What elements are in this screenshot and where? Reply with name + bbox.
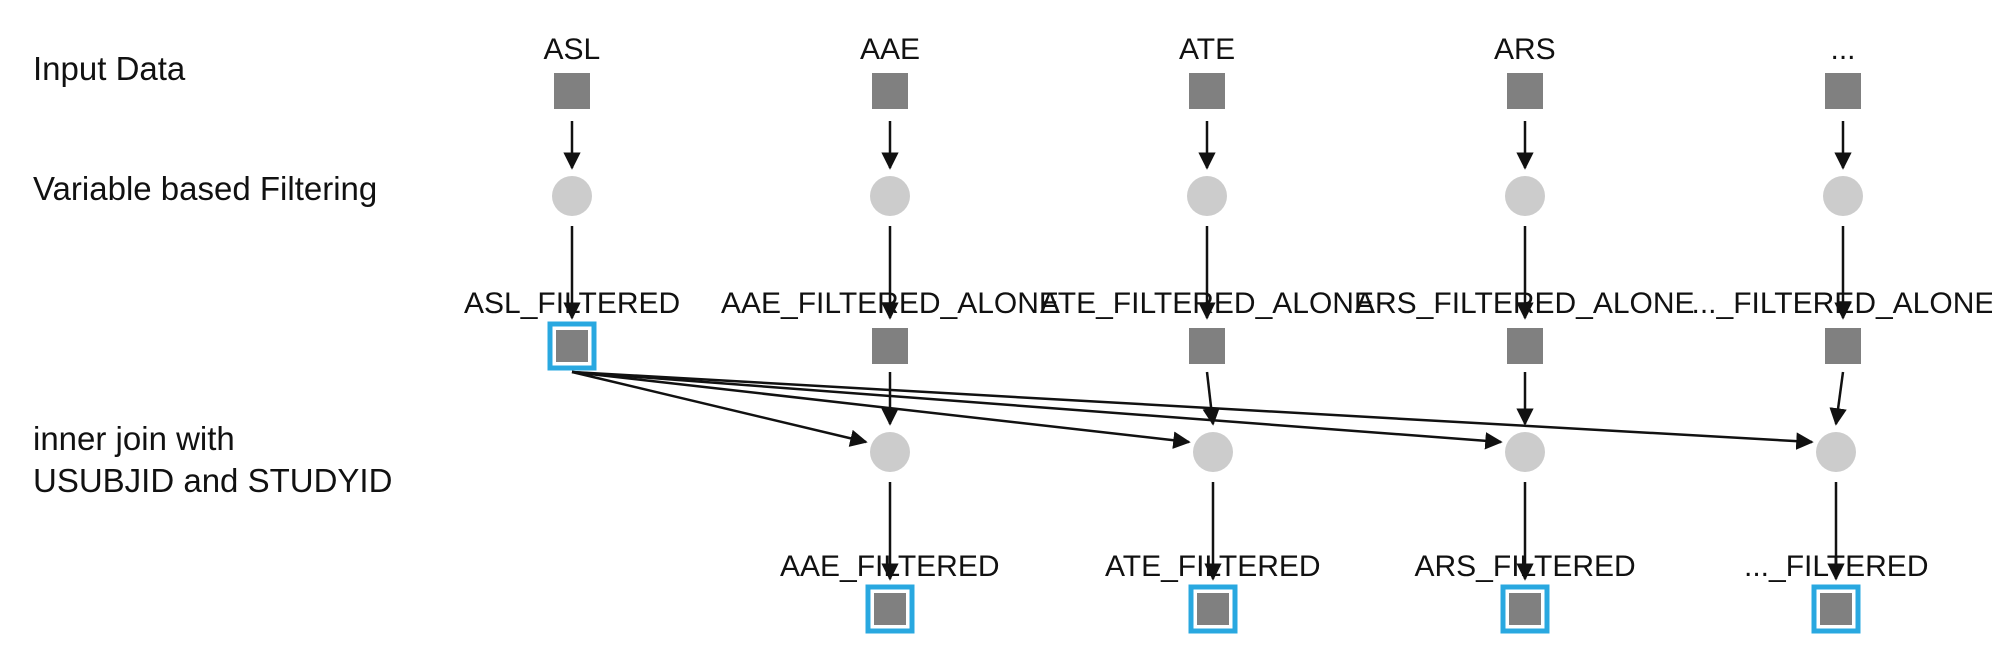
input-label-aae: AAE xyxy=(860,33,921,66)
arrow-asl-to-join-other xyxy=(571,370,1814,450)
filter-process-other xyxy=(1823,176,1863,216)
filtered-dataset-asl xyxy=(556,330,588,362)
row-label-inner-join-line-1: inner join with xyxy=(33,420,235,457)
input-label-ate: ATE xyxy=(1179,33,1236,66)
final-label-ate: ATE_FILTERED xyxy=(1105,550,1321,583)
final-dataset-other xyxy=(1820,593,1852,625)
final-dataset-ars xyxy=(1509,593,1541,625)
final-label-other: ..._FILTERED xyxy=(1744,550,1929,583)
filtered-label-other: ..._FILTERED_ALONE xyxy=(1691,287,1992,320)
final-dataset-aae xyxy=(874,593,906,625)
input-label-ars: ARS xyxy=(1494,33,1556,66)
filtered-label-asl: ASL_FILTERED xyxy=(464,287,681,320)
filter-process-asl xyxy=(552,176,592,216)
input-dataset-ars xyxy=(1507,73,1543,109)
row-label-variable-filtering: Variable based Filtering xyxy=(33,170,378,207)
row-label-inner-join-line-2: USUBJID and STUDYID xyxy=(33,462,393,499)
final-label-aae: AAE_FILTERED xyxy=(780,550,1000,583)
filtered-label-ate: ATE_FILTERED_ALONE xyxy=(1040,287,1374,320)
arrow-to-join-ate xyxy=(1202,371,1220,426)
filter-process-aae xyxy=(870,176,910,216)
filtered-dataset-ate xyxy=(1189,328,1225,364)
filtered-label-ars: ARS_FILTERED_ALONE xyxy=(1355,287,1695,320)
join-process-aae xyxy=(870,432,910,472)
arrow-asl-to-join-aae xyxy=(571,370,868,447)
join-process-ars xyxy=(1505,432,1545,472)
input-dataset-aae xyxy=(872,73,908,109)
filtered-label-aae: AAE_FILTERED_ALONE xyxy=(721,287,1059,320)
input-label-other: ... xyxy=(1830,33,1856,66)
input-dataset-asl xyxy=(554,73,590,109)
filtered-dataset-ars xyxy=(1507,328,1543,364)
join-process-ate xyxy=(1193,432,1233,472)
filtered-dataset-other xyxy=(1825,328,1861,364)
row-label-input-data: Input Data xyxy=(33,50,186,87)
filter-process-ars xyxy=(1505,176,1545,216)
arrow-asl-to-join-ate xyxy=(571,370,1191,449)
final-label-ars: ARS_FILTERED xyxy=(1414,550,1636,583)
arrow-asl-to-join-ars xyxy=(571,370,1503,450)
input-label-asl: ASL xyxy=(543,33,601,66)
filter-process-ate xyxy=(1187,176,1227,216)
input-dataset-other xyxy=(1825,73,1861,109)
input-dataset-ate xyxy=(1189,73,1225,109)
filtered-dataset-aae xyxy=(872,328,908,364)
final-dataset-ate xyxy=(1197,593,1229,625)
join-process-other xyxy=(1816,432,1856,472)
arrow-to-join-other xyxy=(1829,371,1847,426)
